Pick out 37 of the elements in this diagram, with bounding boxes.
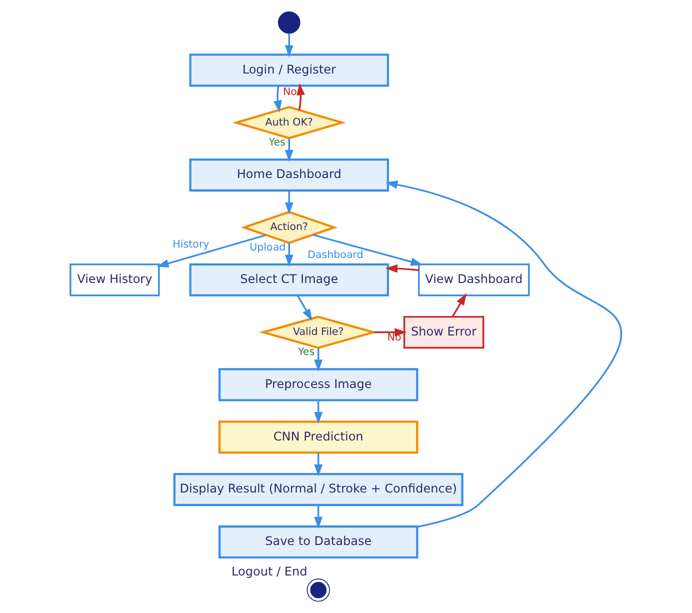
arrow — [386, 180, 622, 528]
node-box: Select CT Image — [189, 263, 390, 296]
arrow — [284, 190, 294, 214]
arrow — [314, 348, 323, 372]
node-box: Home Dashboard — [189, 158, 390, 192]
node-box: Preprocess Image — [218, 368, 418, 402]
edge-label: Dashboard — [307, 248, 364, 261]
node-box: Show Error — [403, 316, 484, 349]
edge-label: History — [172, 238, 210, 251]
node-box: View History — [70, 264, 160, 296]
arrow — [374, 328, 407, 336]
edge-label: No — [282, 86, 297, 98]
arrow — [314, 400, 323, 424]
node-box: Save to Database — [218, 525, 418, 558]
arrow — [156, 234, 266, 268]
arrow — [385, 264, 419, 273]
arrow — [452, 293, 467, 318]
arrow — [284, 242, 294, 267]
node-diamond: Auth OK? — [232, 106, 346, 140]
node-circle — [306, 578, 330, 602]
node-circle — [278, 11, 300, 34]
edge-label: Yes — [298, 346, 315, 358]
node-box: Login / Register — [189, 54, 390, 87]
edge-label: Yes — [268, 136, 286, 149]
node-label: Logout / End — [232, 564, 308, 579]
arrow — [273, 86, 282, 113]
node-box: View Dashboard — [418, 264, 530, 296]
arrow — [312, 234, 423, 266]
arrow — [284, 138, 294, 162]
arrow — [314, 505, 323, 529]
arrow — [284, 33, 294, 58]
arrow — [314, 452, 323, 476]
edge-label: No — [387, 332, 402, 344]
arrow — [296, 294, 312, 321]
arrow — [296, 83, 305, 110]
node-box: Display Result (Normal / Stroke + Confidence) — [173, 473, 464, 506]
node-box: CNN Prediction — [218, 420, 418, 454]
